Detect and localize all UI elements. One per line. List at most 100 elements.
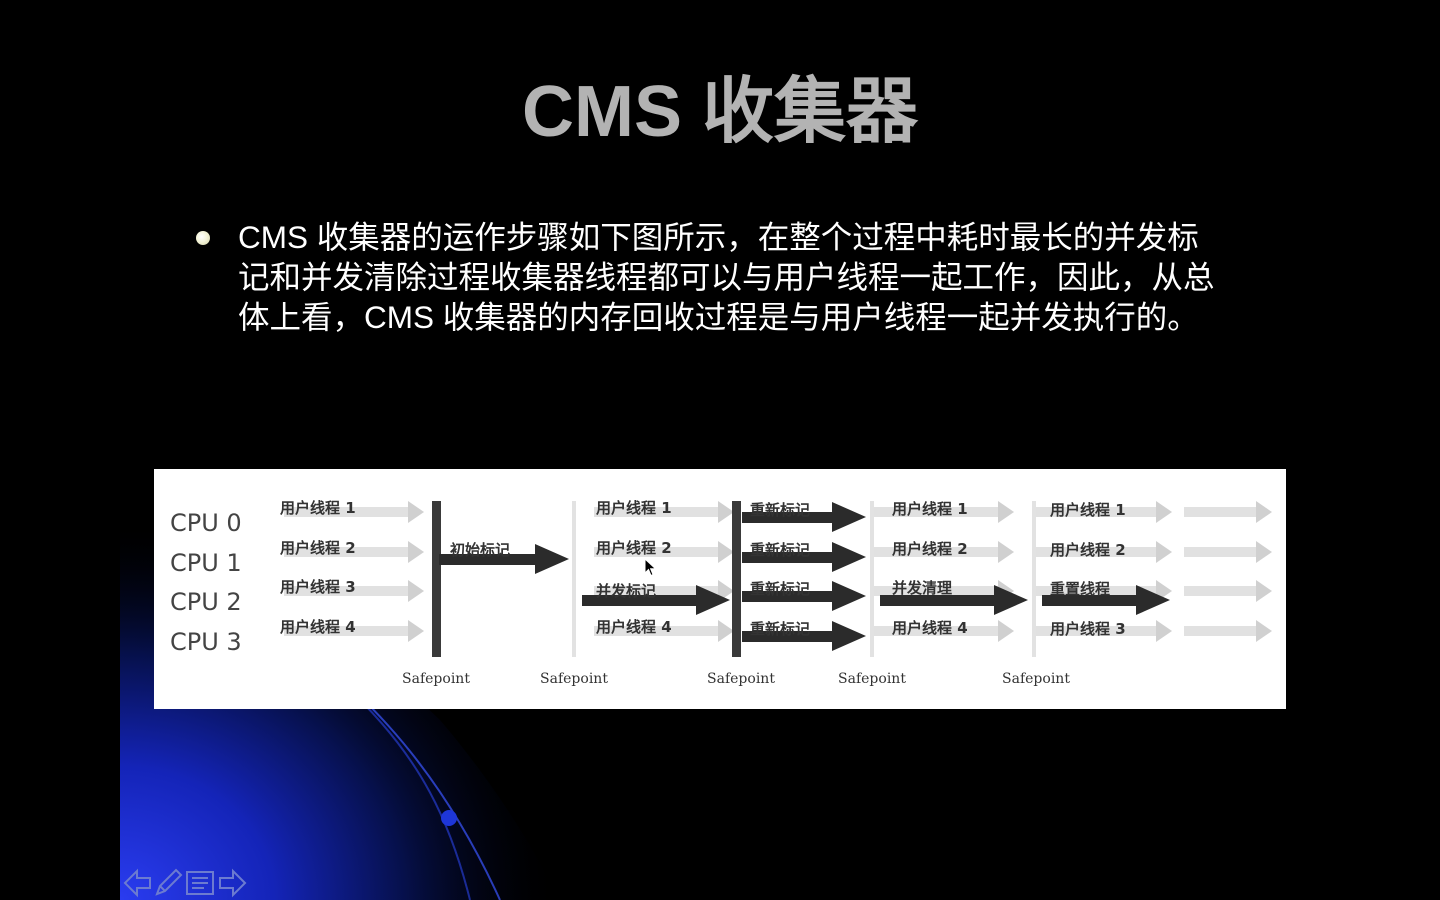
faint-arrow-shaft bbox=[874, 586, 1000, 596]
process-arrow-head bbox=[535, 544, 569, 574]
safepoint-label: Safepoint bbox=[540, 671, 608, 687]
safepoint-bar bbox=[732, 501, 741, 657]
thread-label: 用户线程 2 bbox=[892, 540, 968, 558]
faint-arrow-head bbox=[1256, 541, 1272, 563]
faint-arrow-head bbox=[998, 501, 1014, 523]
faint-arrow-head bbox=[998, 541, 1014, 563]
faint-arrow-shaft bbox=[1184, 547, 1258, 557]
process-arrow-head bbox=[832, 542, 866, 572]
faint-arrow-head bbox=[408, 541, 424, 563]
prev-arrow-icon[interactable] bbox=[122, 866, 154, 898]
faint-arrow-shaft bbox=[284, 586, 410, 596]
process-arrow-head bbox=[832, 502, 866, 532]
bullet-dot bbox=[196, 231, 210, 245]
thread-label: 用户线程 3 bbox=[280, 578, 356, 596]
faint-arrow-shaft bbox=[1034, 586, 1158, 596]
thread-label: 用户线程 1 bbox=[892, 500, 968, 518]
faint-arrow-shaft bbox=[874, 547, 1000, 557]
safepoint-bar bbox=[432, 501, 441, 657]
slide-title: CMS 收集器 bbox=[521, 72, 918, 152]
phase-label: 重新标记 bbox=[750, 620, 810, 638]
faint-arrow-shaft bbox=[1184, 626, 1258, 636]
faint-arrow-shaft bbox=[1034, 626, 1158, 636]
safepoint-label: Safepoint bbox=[838, 671, 906, 687]
cpu-label: CPU 0 bbox=[170, 509, 242, 537]
cpu-label: CPU 2 bbox=[170, 588, 242, 616]
thread-label: 用户线程 4 bbox=[596, 618, 672, 636]
thread-label: 并发标记 bbox=[596, 582, 656, 600]
process-arrow-head bbox=[994, 585, 1028, 615]
thread-label: 用户线程 2 bbox=[596, 539, 672, 557]
phase-label: 重新标记 bbox=[750, 501, 810, 519]
thread-label: 用户线程 2 bbox=[280, 539, 356, 557]
faint-arrow-head bbox=[718, 620, 734, 642]
faint-arrow-shaft bbox=[1034, 507, 1158, 517]
safepoint-line bbox=[1032, 501, 1036, 657]
next-arrow-icon[interactable] bbox=[216, 866, 248, 898]
faint-arrow-head bbox=[1256, 501, 1272, 523]
faint-arrow-head bbox=[1156, 541, 1172, 563]
process-arrow-shaft bbox=[742, 631, 836, 642]
safepoint-line bbox=[870, 501, 874, 657]
bullet-text: CMS 收集器的运作步骤如下图所示，在整个过程中耗时最长的并发标记和并发清除过程… bbox=[238, 219, 1215, 335]
process-arrow-head bbox=[832, 621, 866, 651]
faint-arrow-shaft bbox=[874, 626, 1000, 636]
thread-label: 用户线程 1 bbox=[596, 499, 672, 517]
phase-label: 重新标记 bbox=[750, 580, 810, 598]
faint-arrow-head bbox=[718, 541, 734, 563]
process-arrow-shaft bbox=[742, 591, 836, 602]
diagram-svg: CPU 0 CPU 1 CPU 2 CPU 3 用户线程 1 用户线程 2 用户线程 3 用户… bbox=[170, 499, 1272, 687]
process-arrow-shaft bbox=[742, 512, 836, 523]
process-arrow-shaft bbox=[582, 595, 700, 606]
process-arrow-shaft bbox=[880, 595, 998, 606]
slide-navigation bbox=[120, 866, 260, 900]
faint-arrow-shaft bbox=[1184, 507, 1258, 517]
process-arrow-shaft bbox=[1042, 595, 1140, 606]
bullet-point bbox=[196, 219, 222, 245]
faint-arrow-shaft bbox=[594, 586, 720, 596]
thread-label: 重置线程 bbox=[1050, 580, 1110, 598]
faint-arrow-head bbox=[718, 501, 734, 523]
faint-arrow-head bbox=[408, 620, 424, 642]
menu-icon[interactable] bbox=[184, 866, 216, 898]
faint-arrow-head bbox=[1156, 620, 1172, 642]
safepoint-label: Safepoint bbox=[1002, 671, 1070, 687]
faint-arrow-head bbox=[408, 501, 424, 523]
mouse-cursor-icon bbox=[644, 558, 657, 577]
thread-label: 并发清理 bbox=[892, 579, 952, 597]
process-arrow-shaft bbox=[742, 552, 836, 563]
thread-label: 用户线程 3 bbox=[1050, 620, 1126, 638]
faint-arrow-shaft bbox=[284, 507, 410, 517]
cpu-label: CPU 3 bbox=[170, 628, 242, 656]
thread-label: 用户线程 4 bbox=[892, 619, 968, 637]
faint-arrow-shaft bbox=[1034, 547, 1158, 557]
faint-arrow-shaft bbox=[284, 626, 410, 636]
cpu-label: CPU 1 bbox=[170, 549, 242, 577]
safepoint-label: Safepoint bbox=[402, 671, 470, 687]
phase-label: 初始标记 bbox=[450, 541, 510, 559]
faint-arrow-head bbox=[1256, 620, 1272, 642]
thread-label: 用户线程 1 bbox=[1050, 501, 1126, 519]
pen-icon[interactable] bbox=[152, 866, 184, 898]
faint-arrow-shaft bbox=[284, 547, 410, 557]
faint-arrow-shaft bbox=[594, 626, 720, 636]
phase-label: 重新标记 bbox=[750, 541, 810, 559]
process-arrow-head bbox=[832, 581, 866, 611]
faint-arrow-shaft bbox=[1184, 586, 1258, 596]
faint-arrow-head bbox=[1156, 501, 1172, 523]
faint-arrow-shaft bbox=[594, 547, 720, 557]
faint-arrow-head bbox=[1256, 580, 1272, 602]
thread-label: 用户线程 1 bbox=[280, 499, 356, 517]
faint-arrow-shaft bbox=[594, 507, 720, 517]
safepoint-line bbox=[572, 501, 576, 657]
safepoint-label: Safepoint bbox=[707, 671, 775, 687]
process-arrow-head bbox=[696, 585, 730, 615]
faint-arrow-head bbox=[408, 580, 424, 602]
cms-process-diagram: CPU 0 CPU 1 CPU 2 CPU 3 用户线程 1 用户线程 2 用户线程 3 用户… bbox=[154, 469, 1286, 709]
process-arrow-head bbox=[1136, 585, 1170, 615]
thread-label: 用户线程 2 bbox=[1050, 541, 1126, 559]
slide: CMS 收集器 CMS 收集器的运作步骤如下图所示，在整个过程中耗时最长的并发标… bbox=[120, 0, 1320, 900]
thread-label: 用户线程 4 bbox=[280, 618, 356, 636]
faint-arrow-head bbox=[998, 620, 1014, 642]
